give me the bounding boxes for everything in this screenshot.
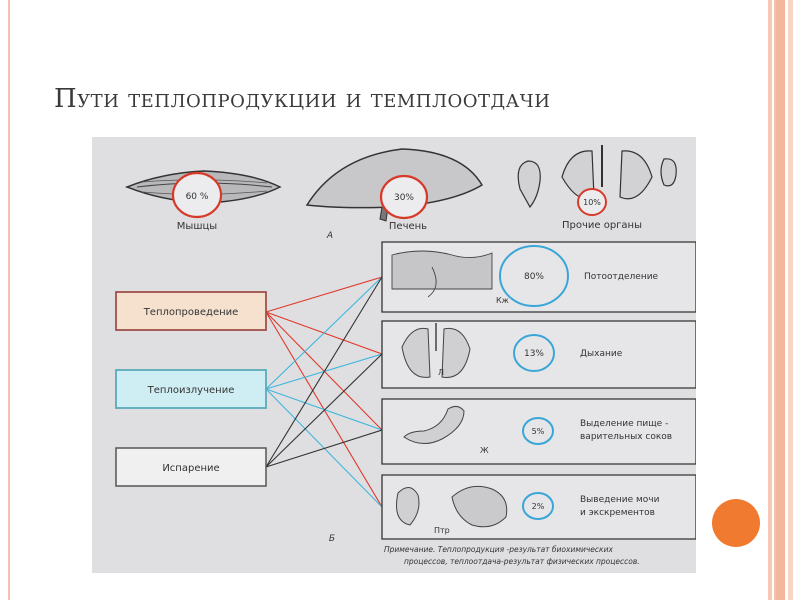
diagram-svg: 60 % Мышцы 30% Печень А 10% Прочие орган…: [115, 145, 696, 566]
note-line1: Примечание. Теплопродукция -результат би…: [384, 545, 613, 554]
note-line2: процессов, теплоотдача-результат физичес…: [404, 557, 640, 566]
route-label: Дыхание: [580, 349, 623, 359]
decor-orange-circle: [712, 499, 760, 547]
liver-percent-ring: [379, 174, 429, 220]
route-percent-ring: [513, 334, 555, 372]
route-label-line1: Выделение пище -: [580, 419, 668, 429]
slide-frame: [8, 0, 776, 600]
mechanism-conduction: Теплопроведение: [115, 291, 267, 331]
route-percent-ring: [522, 417, 554, 445]
route-digestion: Ж 5% Выделение пище - варительных соков: [381, 398, 696, 465]
route-label-line2: и экскрементов: [580, 508, 655, 518]
mechanism-label: Испарение: [162, 463, 219, 474]
liver-percent: 30%: [394, 193, 414, 203]
route-percent: 5%: [532, 427, 545, 436]
route-label-line2: варительных соков: [580, 432, 672, 442]
route-label-line1: Выведение мочи: [580, 495, 660, 505]
decor-stripe: [776, 0, 785, 600]
muscle-percent-ring: [171, 171, 223, 219]
route-organ-letter: Ж: [480, 446, 489, 455]
mechanism-label: Теплоизлучение: [147, 385, 235, 396]
route-sweating: Кж 80% Потоотделение: [381, 241, 696, 313]
other-organs-illustration: [517, 145, 677, 209]
mechanism-label: Теплопроведение: [143, 307, 239, 318]
mechanism-evaporation: Испарение: [115, 447, 267, 487]
route-percent: 2%: [532, 502, 545, 511]
muscle-percent: 60 %: [186, 192, 209, 202]
route-breathing: Л 13% Дыхание: [381, 320, 696, 389]
route-percent: 80%: [524, 272, 544, 282]
heat-diagram: 60 % Мышцы 30% Печень А 10% Прочие орган…: [92, 137, 696, 573]
decor-stripe: [788, 0, 793, 600]
route-percent: 13%: [524, 349, 544, 359]
section-letter-b: Б: [329, 534, 335, 544]
route-percent-ring: [522, 492, 554, 520]
muscle-label: Мышцы: [177, 221, 217, 232]
route-percent-ring: [499, 245, 569, 307]
liver-label: Печень: [389, 221, 427, 232]
route-excretion: Птр 2% Выведение мочи и экскрементов: [381, 474, 696, 540]
section-letter-a: А: [326, 231, 333, 241]
connection-lines: [265, 276, 383, 508]
route-organ-letter: Птр: [434, 526, 450, 535]
route-organ-letter: Л: [438, 368, 444, 377]
other-percent-ring: [577, 188, 607, 216]
mechanism-radiation: Теплоизлучение: [115, 369, 267, 409]
decor-stripe: [768, 0, 772, 600]
route-organ-letter: Кж: [496, 296, 509, 305]
other-percent: 10%: [583, 198, 601, 207]
other-label: Прочие органы: [562, 220, 642, 231]
route-label: Потоотделение: [584, 272, 659, 282]
slide-title: Пути теплопродукции и темплоотдачи: [54, 84, 551, 114]
